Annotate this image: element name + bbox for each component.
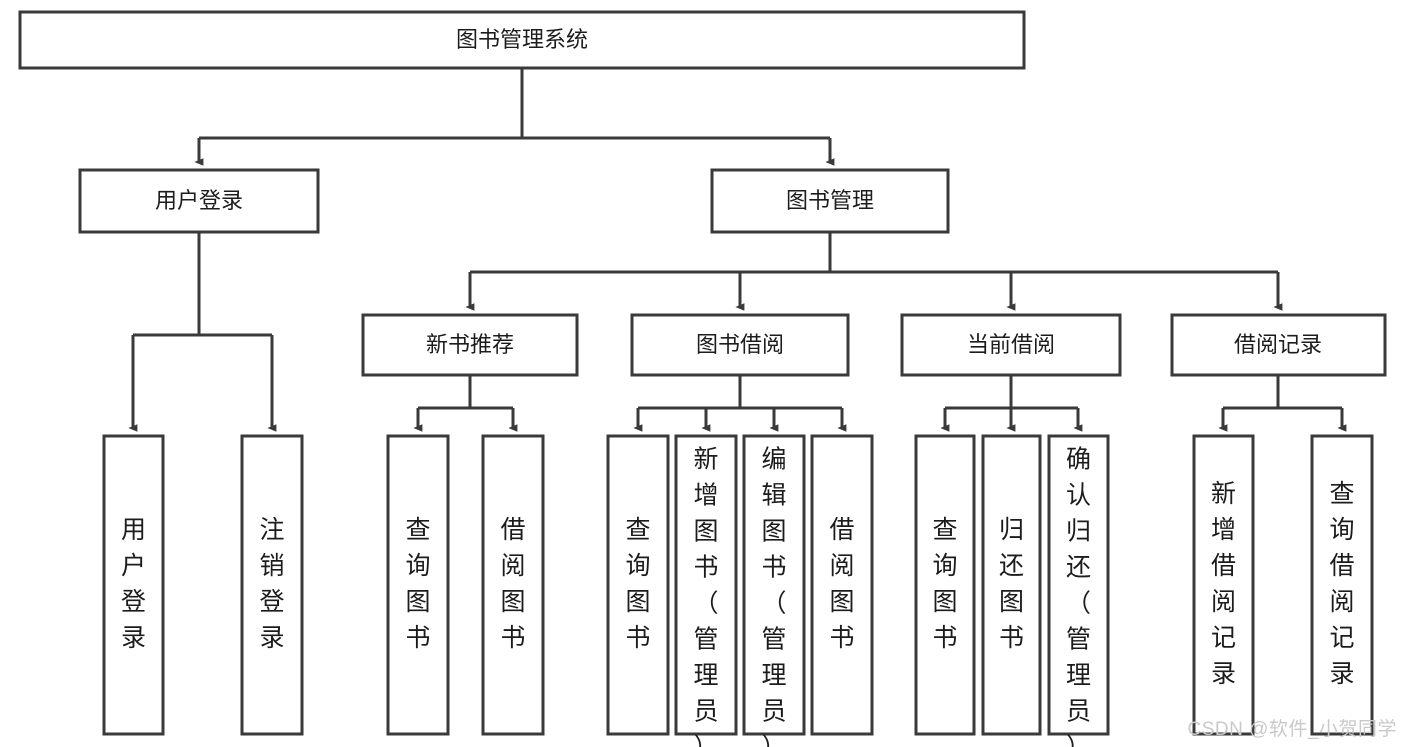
node-book-borrow[interactable]: 图书借阅 bbox=[630, 313, 850, 377]
node-borrow-record-label: 借阅记录 bbox=[1234, 332, 1322, 357]
node-user-login-label: 用户登录 bbox=[155, 188, 243, 213]
node-root[interactable]: 图书管理系统 bbox=[18, 10, 1026, 70]
leaf-node-label: 用户登录 bbox=[121, 516, 146, 652]
connector-group-borrow-book bbox=[633, 375, 847, 432]
watermark-label: CSDN @软件_小贺同学 bbox=[1187, 719, 1397, 740]
connector-group-borrow-record bbox=[1218, 375, 1347, 432]
leaf-node-label: 查询借阅记录 bbox=[1329, 480, 1354, 688]
connector-group-root bbox=[194, 68, 835, 166]
connector-group-user-login bbox=[128, 232, 277, 432]
node-book-manage-label: 图书管理 bbox=[786, 188, 874, 213]
leaf-node-box[interactable] bbox=[742, 434, 806, 736]
leaf-node[interactable]: 查询借阅记录 bbox=[1310, 434, 1374, 736]
leaf-node[interactable]: 借阅图书 bbox=[481, 434, 545, 736]
node-borrow-record-box[interactable] bbox=[1170, 313, 1387, 377]
leaf-node-label: 借阅图书 bbox=[829, 516, 854, 652]
leaf-node[interactable]: 用户登录 bbox=[102, 434, 165, 736]
leaf-node[interactable]: 借阅图书 bbox=[810, 434, 874, 736]
leaf-node-box[interactable] bbox=[102, 434, 165, 736]
leaf-node-label: 查询图书 bbox=[625, 516, 650, 652]
leaf-node-label: 新增图书（管理员） bbox=[693, 446, 718, 747]
node-new-book-recommend-box[interactable] bbox=[361, 313, 579, 377]
leaf-node-box[interactable] bbox=[1192, 434, 1255, 736]
leaf-node-box[interactable] bbox=[810, 434, 874, 736]
leaf-node-box[interactable] bbox=[1310, 434, 1374, 736]
leaf-node-box[interactable] bbox=[914, 434, 976, 736]
leaf-node-label: 注销登录 bbox=[259, 516, 284, 652]
leaf-node[interactable]: 新增借阅记录 bbox=[1192, 434, 1255, 736]
node-user-login-box[interactable] bbox=[78, 168, 320, 234]
node-book-manage[interactable]: 图书管理 bbox=[710, 168, 950, 234]
leaf-node-label: 编辑图书（管理员） bbox=[761, 446, 786, 747]
bracket-glyph: ） bbox=[1066, 734, 1091, 747]
node-current-borrow-box[interactable] bbox=[900, 313, 1122, 377]
leaf-node-box[interactable] bbox=[674, 434, 738, 736]
leaf-node-layer: 用户登录 注销登录 查询图书 借阅图书 查询图书 新增图书（管理员） 编辑图书（管理员） 借阅… bbox=[102, 434, 1374, 747]
leaf-node-label: 查询图书 bbox=[405, 516, 430, 652]
leaf-node-label: 查询图书 bbox=[932, 516, 957, 652]
node-new-book-recommend[interactable]: 新书推荐 bbox=[361, 313, 579, 377]
leaf-node[interactable]: 注销登录 bbox=[240, 434, 304, 736]
leaf-node-label: 确认归还（管理员） bbox=[1066, 446, 1091, 747]
node-root-label: 图书管理系统 bbox=[456, 27, 588, 52]
node-book-borrow-box[interactable] bbox=[630, 313, 850, 377]
node-current-borrow-label: 当前借阅 bbox=[967, 332, 1055, 357]
bracket-glyph: ） bbox=[693, 734, 718, 747]
leaf-node[interactable]: 查询图书 bbox=[386, 434, 450, 736]
node-book-manage-box[interactable] bbox=[710, 168, 950, 234]
leaf-node[interactable]: 编辑图书（管理员） bbox=[742, 434, 806, 747]
leaf-node-box[interactable] bbox=[240, 434, 304, 736]
node-book-borrow-label: 图书借阅 bbox=[696, 332, 784, 357]
bracket-glyph: （ bbox=[761, 590, 786, 618]
bracket-glyph: （ bbox=[693, 590, 718, 618]
node-current-borrow[interactable]: 当前借阅 bbox=[900, 313, 1122, 377]
leaf-node-label: 归还图书 bbox=[999, 516, 1024, 652]
leaf-node-box[interactable] bbox=[606, 434, 670, 736]
connector-group-current-borrow bbox=[940, 375, 1083, 432]
node-new-book-recommend-label: 新书推荐 bbox=[426, 332, 514, 357]
leaf-node[interactable]: 查询图书 bbox=[914, 434, 976, 736]
node-user-login[interactable]: 用户登录 bbox=[78, 168, 320, 234]
leaf-node[interactable]: 新增图书（管理员） bbox=[674, 434, 738, 747]
leaf-node[interactable]: 归还图书 bbox=[981, 434, 1042, 736]
leaf-node-label: 借阅图书 bbox=[500, 516, 525, 652]
connector-group-new-book bbox=[413, 375, 518, 432]
leaf-node-box[interactable] bbox=[386, 434, 450, 736]
node-borrow-record[interactable]: 借阅记录 bbox=[1170, 313, 1387, 377]
leaf-node-box[interactable] bbox=[981, 434, 1042, 736]
leaf-node-box[interactable] bbox=[481, 434, 545, 736]
bracket-glyph: ） bbox=[761, 734, 786, 747]
leaf-node-box[interactable] bbox=[1047, 434, 1110, 736]
leaf-node[interactable]: 查询图书 bbox=[606, 434, 670, 736]
node-root-box[interactable] bbox=[18, 10, 1026, 70]
leaf-node[interactable]: 确认归还（管理员） bbox=[1047, 434, 1110, 747]
connector-group-book-manage bbox=[465, 232, 1283, 311]
bracket-glyph: （ bbox=[1066, 590, 1091, 618]
leaf-node-label: 新增借阅记录 bbox=[1211, 480, 1236, 688]
